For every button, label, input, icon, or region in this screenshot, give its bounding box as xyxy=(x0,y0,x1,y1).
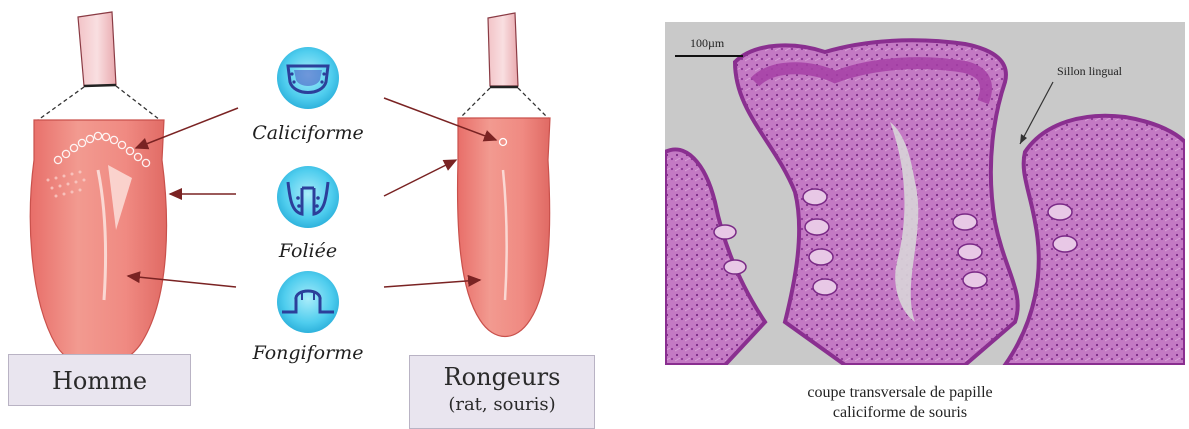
species-rodent-name: Rongeurs xyxy=(410,362,594,392)
micrograph-caption-line2: caliciforme de souris xyxy=(700,404,1100,422)
sillon-lingual-annotation: Sillon lingual xyxy=(1057,64,1122,79)
papilla-label-fongiforme: Fongiforme xyxy=(248,342,368,364)
rodent-tongue xyxy=(458,13,550,337)
papilla-label-caliciforme: Caliciforme xyxy=(248,122,368,144)
papilla-label-foliee: Foliée xyxy=(248,240,368,262)
species-rodent-detail: (rat, souris) xyxy=(410,392,594,418)
species-box-rodent: Rongeurs (rat, souris) xyxy=(409,355,595,429)
species-box-human: Homme xyxy=(8,354,191,406)
fungiform-papilla-icon xyxy=(277,271,339,333)
species-human-name: Homme xyxy=(52,367,147,395)
human-tongue xyxy=(30,12,166,368)
circumvallate-papilla-icon xyxy=(277,47,339,109)
foliate-papilla-icon xyxy=(277,166,339,228)
micrograph-caption-line1: coupe transversale de papille xyxy=(700,384,1100,402)
scale-bar-label: 100µm xyxy=(690,36,724,51)
